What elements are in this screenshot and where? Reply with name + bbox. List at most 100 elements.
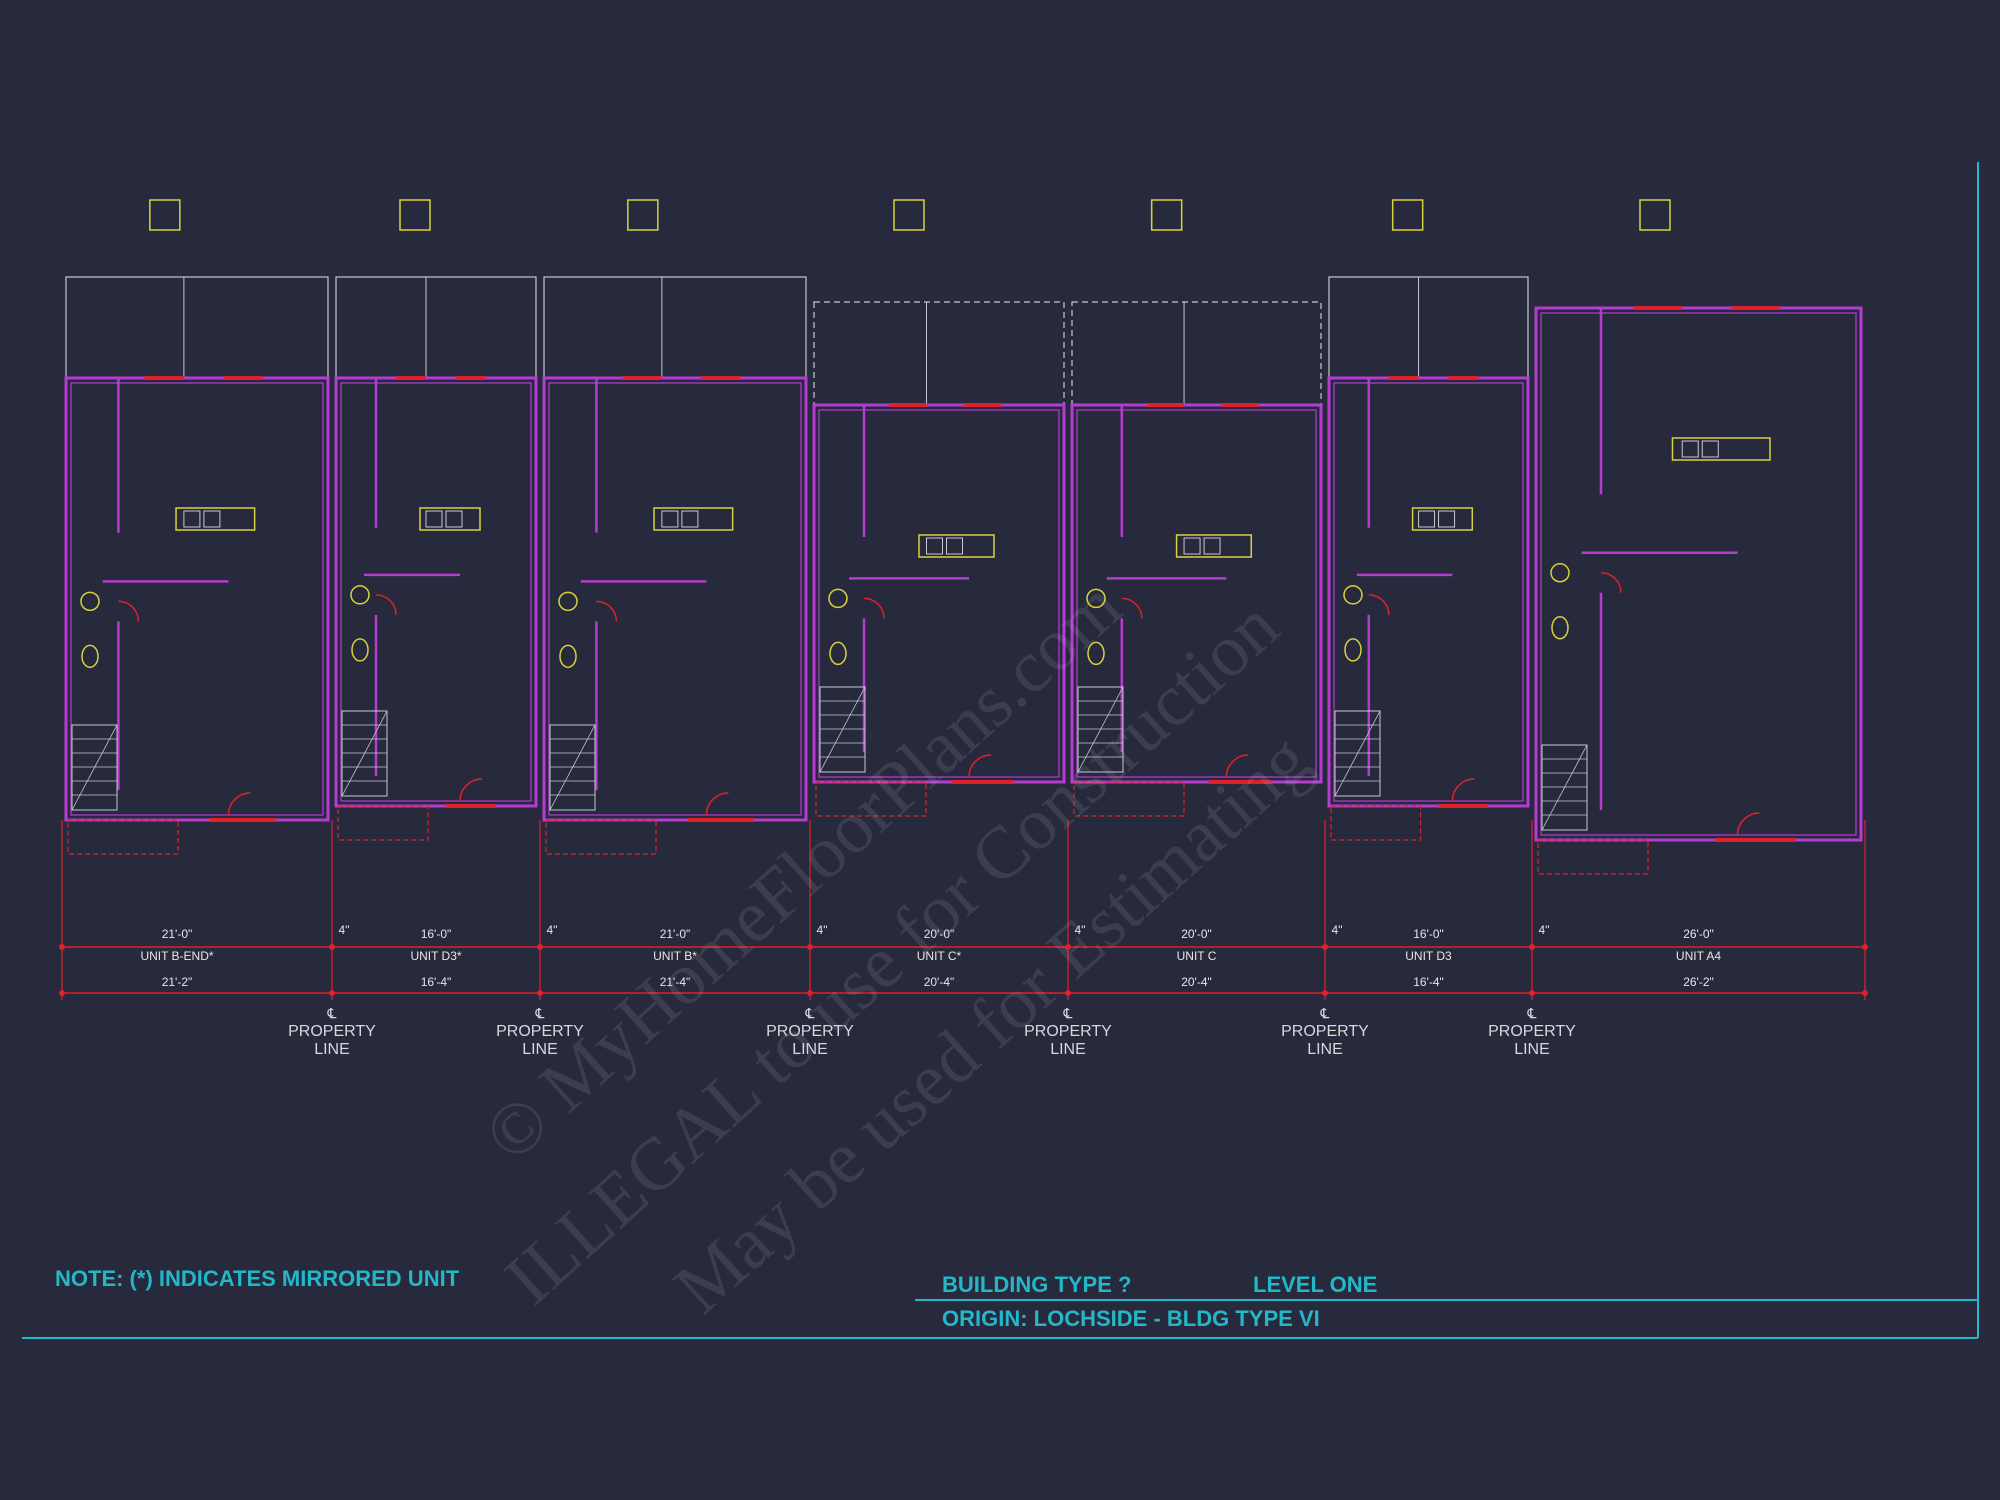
staircase [1334,710,1381,797]
property-line-label: LINE [1050,1041,1086,1058]
unit-top-dimension: 16'-0" [1413,927,1444,941]
wall-gap-dimension: 4" [1332,923,1343,937]
unit-plan-5 [1070,199,1323,817]
kitchen-sink [661,510,679,528]
exterior-wall-inner [70,382,324,816]
stair-outline [819,686,866,773]
lavatory-sink [1550,562,1570,583]
centerline-mark: ℄ [1063,1005,1073,1021]
unit-bottom-dimension: 21'-2" [162,975,193,989]
ac-condenser [893,199,925,231]
dimension-tick [807,990,813,996]
kitchen-sink [1701,440,1719,458]
exterior-wall [334,376,538,808]
toilet [1344,638,1362,662]
staircase [1077,686,1124,773]
property-line-labels: ℄PROPERTYLINE℄PROPERTYLINE℄PROPERTYLINE℄… [288,1005,1576,1058]
property-line-label: LINE [1514,1041,1550,1058]
unit-name: UNIT A4 [1676,949,1721,963]
door-swing [1600,571,1622,593]
dimension-tick [329,944,335,950]
unit-floor-plans [64,199,1863,875]
toilet [1551,615,1569,640]
unit-top-dimension: 20'-0" [924,927,955,941]
wall-gap-dimension: 4" [1539,923,1550,937]
property-line-label: PROPERTY [1281,1023,1369,1040]
property-line-label: PROPERTY [1024,1023,1112,1040]
stair-outline [341,710,388,797]
kitchen-counter [419,507,481,531]
level-label: LEVEL ONE [1253,1272,1377,1297]
kitchen-sink [1438,510,1456,528]
exterior-wall-inner [1333,382,1524,802]
door-swing [227,792,251,816]
kitchen-sink [445,510,463,528]
property-line-label: LINE [792,1041,828,1058]
stair-break-line [549,724,596,811]
staircase [341,710,388,797]
watermark-line-2: ILLEGAL to use for Construction [490,585,1294,1321]
unit-top-dimension: 20'-0" [1181,927,1212,941]
exterior-wall [1070,403,1323,784]
unit-bottom-dimension: 16'-4" [1413,975,1444,989]
property-line-label: PROPERTY [1488,1023,1576,1040]
kitchen-counter [653,507,734,531]
front-stoop [67,819,179,855]
property-line-label: LINE [522,1041,558,1058]
toilet [559,644,577,669]
unit-plan-7 [1534,199,1863,875]
dimension-tick [1529,944,1535,950]
front-stoop [1330,805,1422,841]
dimension-tick [537,990,543,996]
kitchen-sink [425,510,443,528]
stair-break-line [71,724,118,811]
ac-condenser [399,199,431,231]
dimension-labels: 21'-0"UNIT B-END*21'-2"16'-0"UNIT D3*16'… [140,923,1721,989]
stair-break-line [1334,710,1381,797]
door-swing [118,600,140,622]
stair-outline [549,724,596,811]
door-swing [375,594,397,615]
stair-outline [1541,744,1588,831]
rear-deck [1071,301,1322,406]
unit-plan-4 [812,199,1066,817]
unit-plan-6 [1327,199,1530,841]
unit-name: UNIT C [1177,949,1217,963]
unit-bottom-dimension: 26'-2" [1683,975,1714,989]
unit-bottom-dimension: 20'-4" [924,975,955,989]
stair-break-line [341,710,388,797]
lavatory-sink [350,585,370,605]
exterior-wall [812,403,1066,784]
rear-deck [1328,276,1529,379]
stair-break-line [1541,744,1588,831]
property-line-label: PROPERTY [766,1023,854,1040]
exterior-wall [1327,376,1530,808]
ac-condenser [149,199,181,231]
unit-bottom-dimension: 16'-4" [421,975,452,989]
dimension-tick [1862,944,1868,950]
centerline-mark: ℄ [1527,1005,1537,1021]
door-swing [705,792,729,816]
staircase [71,724,118,811]
stair-outline [1077,686,1124,773]
unit-plan-3 [542,199,808,855]
kitchen-counter [1411,507,1474,531]
dimension-tick [1065,990,1071,996]
unit-name: UNIT D3 [1405,949,1452,963]
exterior-wall-inner [1076,409,1317,778]
kitchen-counter [918,534,995,558]
unit-bottom-dimension: 20'-4" [1181,975,1212,989]
wall-gap-dimension: 4" [817,923,828,937]
kitchen-counter [1175,534,1253,558]
staircase [549,724,596,811]
door-swing [863,597,885,619]
centerline-mark: ℄ [535,1005,545,1021]
front-stoop [545,819,657,855]
exterior-wall [64,376,330,822]
origin-label: ORIGIN: LOCHSIDE - BLDG TYPE VI [942,1306,1320,1331]
kitchen-counter [1671,437,1771,461]
unit-name: UNIT B* [653,949,697,963]
property-line-label: LINE [1307,1041,1343,1058]
